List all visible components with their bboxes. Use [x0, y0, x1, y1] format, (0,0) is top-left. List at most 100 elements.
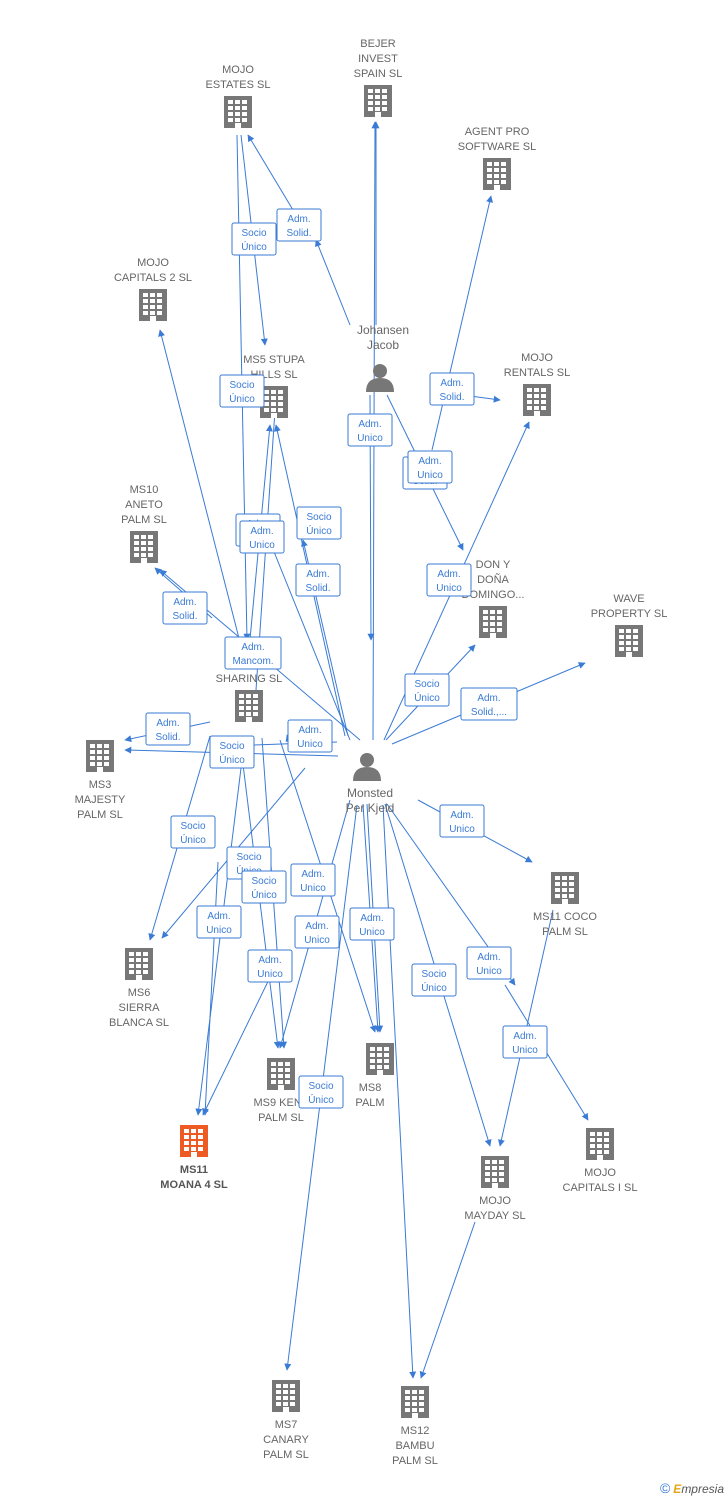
relation-label[interactable]: Adm.Solid.,... [460, 687, 518, 721]
company-label: MOANA 4 SL [160, 1179, 228, 1191]
relation-label[interactable]: Adm.Unico [502, 1025, 548, 1059]
relation-label[interactable]: Adm.Unico [407, 450, 453, 484]
relation-label[interactable]: Adm.Solid. [429, 372, 475, 406]
building-icon [125, 948, 153, 980]
person-label: Jacob [367, 338, 399, 352]
relation-edge [431, 195, 493, 451]
relation-label[interactable]: Adm.Unico [247, 949, 293, 983]
relation-text: Adm. [305, 921, 328, 932]
relation-label[interactable]: Adm.Solid. [295, 563, 341, 597]
relation-text: Adm. [250, 526, 273, 537]
relation-label[interactable]: Adm.Unico [347, 413, 393, 447]
relation-text: Único [414, 691, 440, 704]
company-label: PALM SL [542, 926, 588, 938]
relation-text: Unico [512, 1045, 538, 1056]
company-label: DOMINGO... [462, 589, 525, 601]
relation-label[interactable]: Adm.Solid. [276, 208, 322, 242]
relation-edge [158, 329, 243, 651]
company-label: PALM [355, 1097, 384, 1109]
relation-label[interactable]: Adm.Unico [290, 863, 336, 897]
relation-label[interactable]: Adm.Unico [287, 719, 333, 753]
person-icon [353, 753, 381, 781]
relation-text: Unico [249, 540, 275, 551]
company-label: MS6 [128, 987, 151, 999]
company-label: PALM SL [121, 514, 167, 526]
relation-text: Solid. [439, 392, 464, 403]
person-icon [366, 364, 394, 392]
relation-text: Socio [251, 876, 276, 887]
company-label: MS12 [401, 1425, 430, 1437]
company-label: MS11 COCO [533, 911, 597, 923]
relation-edge [382, 804, 417, 1379]
building-icon [551, 872, 579, 904]
building-icon [586, 1128, 614, 1160]
relation-text: Adm. [298, 725, 321, 736]
relation-label[interactable]: Adm.Unico [466, 946, 512, 980]
person-label: Johansen [357, 323, 409, 337]
company-label: MS9 KENT [253, 1097, 308, 1109]
company-label: DOÑA [477, 573, 509, 586]
company-label: MOJO [479, 1195, 511, 1207]
relation-label[interactable]: Adm. Unico [239, 520, 285, 554]
company-label: SIERRA [119, 1002, 161, 1014]
relation-text: Socio [414, 679, 439, 690]
company-label: MS3 [89, 779, 112, 791]
relation-label[interactable]: Adm.Unico [196, 905, 242, 939]
relation-text: Adm. [207, 911, 230, 922]
relation-label[interactable]: Adm.Solid. [162, 591, 208, 625]
relation-text: Unico [417, 470, 443, 481]
relation-text: Unico [359, 927, 385, 938]
company-label: SHARING SL [216, 673, 283, 685]
person-label: Per Kjeld [346, 801, 395, 815]
relation-label[interactable]: Adm.Solid. [145, 712, 191, 746]
relation-edge [315, 239, 351, 326]
relation-label[interactable]: Adm.Unico [294, 915, 340, 949]
company-label: CANARY [263, 1434, 309, 1446]
company-label: ESTATES SL [205, 79, 270, 91]
company-label: PALM SL [263, 1449, 309, 1461]
relation-label[interactable]: Adm.Unico [439, 804, 485, 838]
relation-label[interactable]: Adm.Unico [426, 563, 472, 597]
company-node-sharing[interactable]: SHARING SL [216, 673, 283, 722]
relation-text: Unico [436, 583, 462, 594]
company-label: PALM SL [77, 809, 123, 821]
relation-text: Unico [476, 966, 502, 977]
relation-text: Unico [257, 969, 283, 980]
relation-text: Socio [241, 228, 266, 239]
company-node-don-y-dona[interactable]: DON YDOÑADOMINGO... [462, 559, 525, 638]
relation-text: Unico [449, 824, 475, 835]
company-node-ms11-coco[interactable]: MS11 COCO PALM SL [533, 872, 597, 938]
relation-text: Solid. [155, 732, 180, 743]
relation-label[interactable]: Adm.Unico [349, 907, 395, 941]
brand-initial: E [673, 1482, 682, 1496]
relation-label[interactable]: Adm.Mancom. [224, 636, 282, 670]
